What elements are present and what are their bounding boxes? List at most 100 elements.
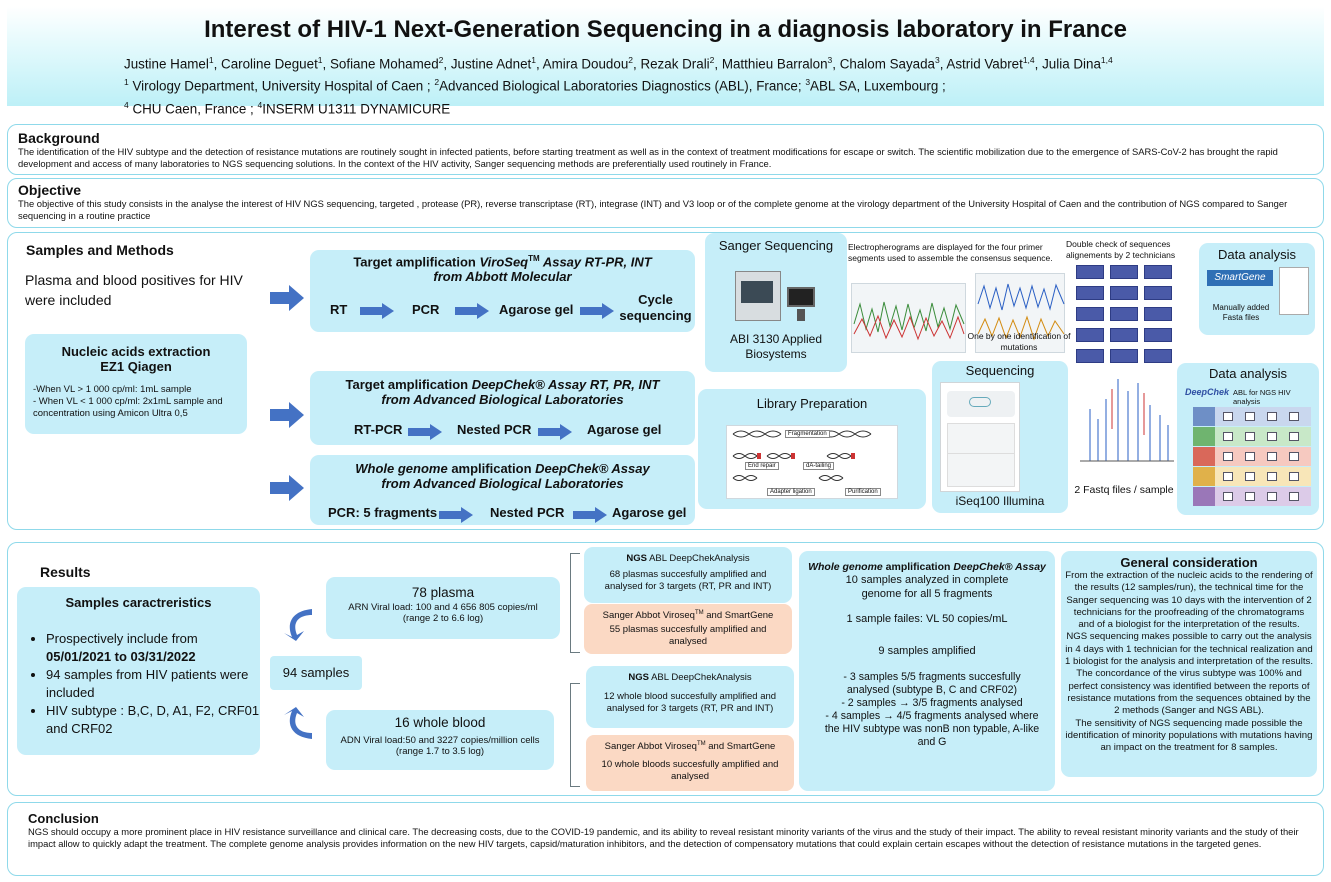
total-samples-box: 94 samples [270,656,362,690]
objective-section: Objective The objective of this study co… [7,178,1324,228]
sanger-caption: ABI 3130 Applied Biosystems [729,332,823,361]
author-affiliation-sup: 1,4 [1100,55,1113,65]
sanger-plasma-text: 55 plasmas succesfully amplified and ana… [609,624,767,648]
whole-genome-results-l1: 10 samples analyzed in complete genome f… [845,574,1009,600]
mutation-identification-caption: One by one identification of mutations [967,331,1071,352]
deepchek-box: Target amplification DeepChek® Assay RT,… [310,371,695,445]
author-affiliation-sup: 2 [709,55,715,65]
library-label-fragmentation: Fragmentation [785,430,830,438]
workflow-step-tag [1193,467,1215,486]
alignment-thumbnails [1070,265,1172,369]
workflow-step-tag [1193,487,1215,506]
author-name: , Matthieu Barralon [714,56,828,72]
deepchek-title: Target amplification DeepChek® Assay RT,… [345,377,660,392]
author-name: Justine Hamel [124,56,209,72]
workflow-step-icon [1289,432,1299,441]
workflow-step-icon [1245,472,1255,481]
alignment-thumbnail [1076,349,1104,363]
alignment-thumbnail [1144,307,1172,321]
workflow-step-icon [1223,432,1233,441]
workflow-step-band [1193,407,1311,426]
library-label-adapter-ligation: Adapter ligation [767,488,815,496]
sequencing-box: Sequencing iSeq100 Illumina [932,361,1068,513]
alignment-thumbnail [1076,286,1104,300]
poster-title: Interest of HIV-1 Next-Generation Sequen… [204,16,1127,43]
workflow-step-icon [1245,492,1255,501]
whole-blood-title: 16 whole blood [394,715,486,730]
whole-genome-results-l2: 1 sample failes: VL 50 copies/mL [846,613,1008,625]
conclusion-section: Conclusion NGS should occupy a more prom… [7,802,1324,876]
electropherogram-image-1 [851,283,966,353]
plasma-bracket [570,553,580,653]
characteristics-item-subtype: HIV subtype : B,C, D, A1, F2, CRF01 and … [46,702,260,738]
double-check-caption: Double check of sequences alignements by… [1066,239,1176,260]
general-paragraph-1: From the extraction of the nucleic acids… [1065,570,1313,631]
whole-blood-box: 16 whole blood ADN Viral load:50 and 322… [326,710,554,770]
sanger-title: Sanger Sequencing [718,238,834,253]
workflow-step-band [1193,487,1311,506]
library-diagram: Fragmentation End repair dA-tailing Adap… [726,425,898,499]
methods-title: Samples and Methods [26,242,174,258]
workflow-step-icon [1245,452,1255,461]
workflow-step-icon [1223,472,1233,481]
whole-genome-results-box: Whole genome amplification DeepChek® Ass… [799,551,1055,791]
conclusion-title: Conclusion [28,811,99,826]
author-affiliation-sup: 2 [438,55,444,65]
ngs-plasma-text: 68 plasmas succesfully amplified and ana… [604,569,772,592]
general-consideration-box: General consideration From the extractio… [1061,551,1317,777]
workflow-step-icon [1289,412,1299,421]
workflow-step-icon [1289,452,1299,461]
extraction-title-2: EZ1 Qiagen [100,359,172,374]
ngs-plasma-box: NGS ABL DeepChekAnalysis 68 plasmas succ… [584,547,792,603]
whole-blood-viral-load: ADN Viral load:50 and 3227 copies/millio… [340,735,540,746]
ngs-plasma-head: NGS ABL DeepChekAnalysis [626,553,750,564]
alignment-thumbnail [1144,286,1172,300]
sanger-blood-head: Sanger Abbot ViroseqTM and SmartGene [604,741,776,753]
conclusion-text: NGS should occupy a more prominent place… [28,826,1299,849]
library-title: Library Preparation [756,396,868,411]
general-title: General consideration [1120,555,1258,570]
sequencing-title: Sequencing [965,363,1035,378]
deepchek-workflow-diagram [1193,407,1311,511]
wholegenome-arrow-2-icon [573,507,607,523]
data-analysis-1-title: Data analysis [1217,247,1297,262]
ngs-blood-box: NGS ABL DeepChekAnalysis 12 whole blood … [586,666,794,728]
electropherogram-image-2 [975,273,1065,353]
sequencing-caption: iSeq100 Illumina [955,494,1045,508]
background-section: Background The identification of the HIV… [7,124,1324,175]
screenshot-thumbnail-icon [1279,267,1309,315]
deepchek-step-gel: Agarose gel [587,422,662,437]
wholegenome-subtitle: from Advanced Biological Laboratories [381,476,624,491]
author-affiliation-sup: 1 [208,55,214,65]
workflow-step-tag [1193,407,1215,426]
wholegenome-box: Whole genome amplification DeepChek® Ass… [310,455,695,525]
sanger-plasma-box: Sanger Abbot ViroseqTM and SmartGene 55 … [584,604,792,654]
author-name: , Astrid Vabret [939,56,1023,72]
extraction-title-1: Nucleic acids extraction [61,344,211,359]
alignment-thumbnail [1076,307,1104,321]
library-label-purification: Purification [845,488,881,496]
viroseq-step-cycle: Cycle sequencing [619,292,692,323]
viroseq-arrow-2-icon [455,303,489,319]
viroseq-step-gel: Agarose gel [499,302,574,317]
deepchek-arrow-1-icon [408,424,442,440]
workflow-step-icon [1223,492,1233,501]
data-analysis-2-title: Data analysis [1208,366,1288,381]
affiliations-line-1: 1 Virology Department, University Hospit… [124,77,946,94]
wholegenome-step-nested: Nested PCR [490,505,565,520]
whole-genome-results-list: - 3 samples 5/5 fragments succesfully an… [799,671,1055,749]
alignment-thumbnail [1110,328,1138,342]
sequencer-instrument-icon [735,263,817,323]
alignment-thumbnail [1076,265,1104,279]
workflow-step-tag [1193,427,1215,446]
plasma-inclusion-text: Plasma and blood positives for HIV were … [25,272,243,308]
author-affiliation-sup: 3 [827,55,833,65]
plasma-title: 78 plasma [411,585,475,600]
alignment-thumbnail [1076,328,1104,342]
author-affiliation-sup: 1 [317,55,323,65]
arrow-to-deepchek-icon [270,402,304,428]
iseq-instrument-icon [940,382,1020,492]
whole-genome-results-item-1: - 3 samples 5/5 fragments succesfully an… [843,671,1021,696]
sanger-plasma-head: Sanger Abbot ViroseqTM and SmartGene [602,610,774,622]
viroseq-arrow-1-icon [360,303,394,319]
